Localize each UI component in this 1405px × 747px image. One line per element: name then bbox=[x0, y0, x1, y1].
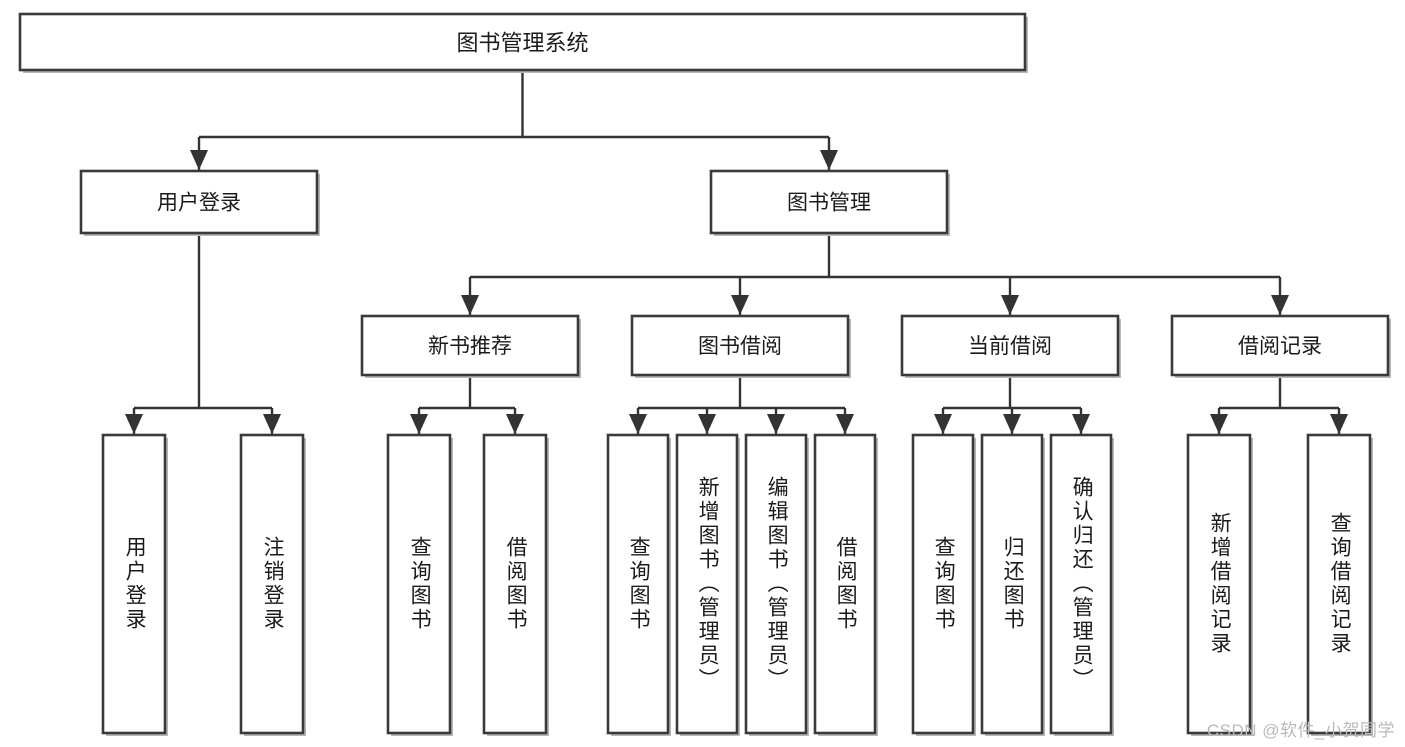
node-label: 借阅记录 bbox=[1238, 335, 1322, 358]
node-box[interactable] bbox=[482, 433, 548, 735]
node-bb-add-book[interactable] bbox=[675, 433, 740, 736]
node-label: 当前借阅 bbox=[968, 335, 1052, 358]
node-box[interactable] bbox=[79, 169, 319, 235]
node-bb-borrow-book[interactable] bbox=[813, 433, 878, 736]
node-box[interactable] bbox=[744, 433, 808, 735]
node-box[interactable] bbox=[630, 314, 850, 377]
watermark: CSDN @软件_小贺同学 bbox=[1206, 721, 1395, 740]
node-bb-query-book[interactable] bbox=[606, 433, 671, 736]
node-br-query-record[interactable] bbox=[1306, 433, 1373, 736]
node-book-manage[interactable]: 图书管理 bbox=[709, 169, 950, 236]
connector-layer bbox=[125, 70, 1348, 434]
node-cb-return-book[interactable] bbox=[980, 433, 1045, 736]
node-box[interactable] bbox=[980, 433, 1044, 735]
node-cb-query-book[interactable] bbox=[911, 433, 976, 736]
node-br-add-record[interactable] bbox=[1186, 433, 1253, 736]
node-cb-confirm-return[interactable] bbox=[1049, 433, 1114, 736]
node-box[interactable] bbox=[606, 433, 670, 735]
node-box[interactable] bbox=[675, 433, 739, 735]
node-box[interactable] bbox=[1306, 433, 1372, 735]
node-borrow-record[interactable]: 借阅记录 bbox=[1170, 314, 1391, 378]
node-box[interactable] bbox=[1186, 433, 1252, 735]
node-bb-edit-book[interactable] bbox=[744, 433, 809, 736]
node-box[interactable] bbox=[709, 169, 949, 235]
node-label: 图书管理 bbox=[787, 192, 871, 215]
node-book-borrow[interactable]: 图书借阅 bbox=[630, 314, 851, 378]
node-box[interactable] bbox=[813, 433, 877, 735]
node-new-book-recommend[interactable]: 新书推荐 bbox=[360, 314, 581, 378]
node-nbr-query-book[interactable] bbox=[386, 433, 453, 736]
node-box[interactable] bbox=[1170, 314, 1390, 377]
node-label: 用户登录 bbox=[157, 192, 241, 215]
node-user-login[interactable]: 用户登录 bbox=[79, 169, 320, 236]
node-root[interactable]: 图书管理系统 bbox=[18, 12, 1028, 73]
node-box[interactable] bbox=[101, 433, 167, 735]
node-box[interactable] bbox=[239, 433, 305, 735]
node-label: 图书管理系统 bbox=[456, 31, 588, 56]
node-box[interactable] bbox=[900, 314, 1120, 377]
node-label: 图书借阅 bbox=[698, 335, 782, 358]
node-box[interactable] bbox=[911, 433, 975, 735]
node-box[interactable] bbox=[386, 433, 452, 735]
node-user-logout[interactable] bbox=[239, 433, 306, 736]
node-label: 新书推荐 bbox=[428, 335, 512, 358]
node-box[interactable] bbox=[18, 12, 1027, 72]
node-nbr-borrow-book[interactable] bbox=[482, 433, 549, 736]
node-box[interactable] bbox=[1049, 433, 1113, 735]
node-current-borrow[interactable]: 当前借阅 bbox=[900, 314, 1121, 378]
node-user-login-do[interactable] bbox=[101, 433, 168, 736]
node-box[interactable] bbox=[360, 314, 580, 377]
